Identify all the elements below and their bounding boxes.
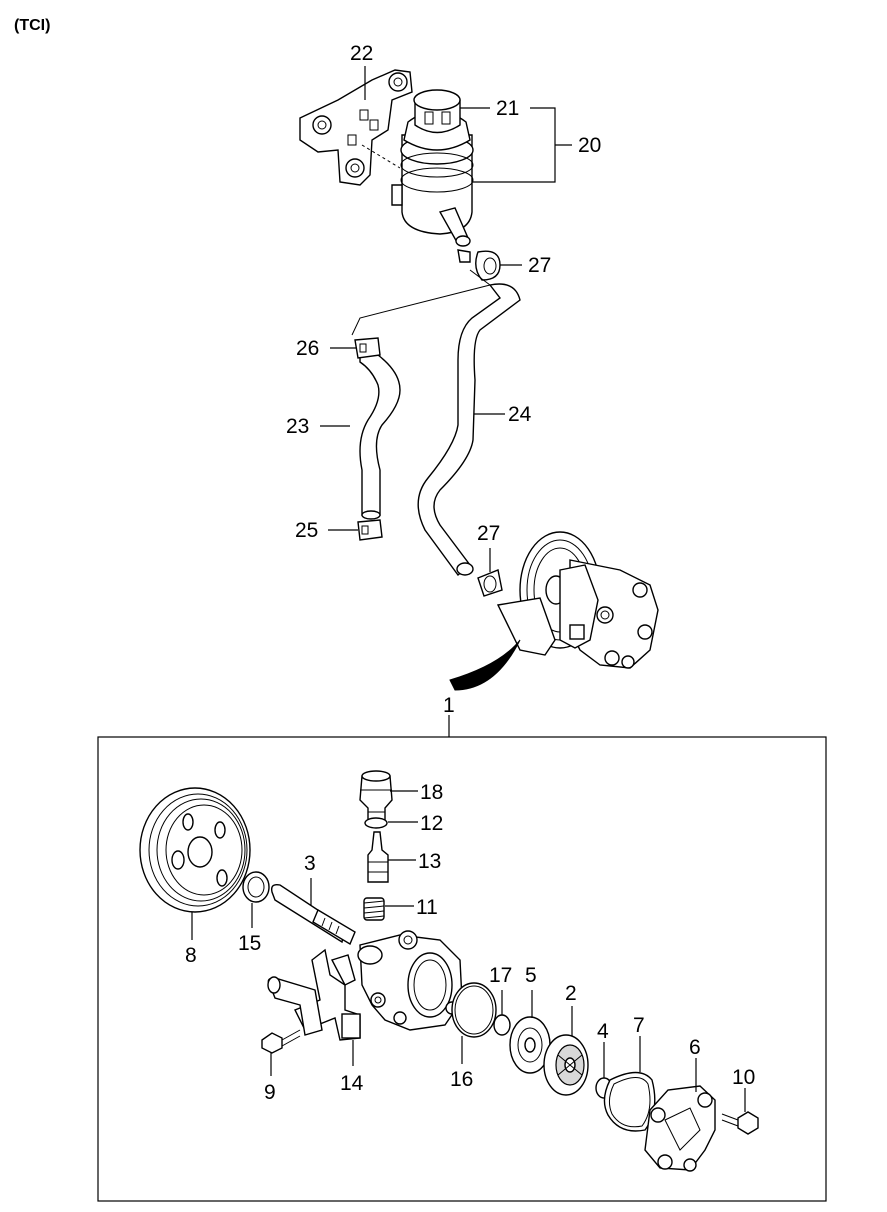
- variant-tag: (TCI): [14, 17, 50, 34]
- callout-21: 21: [496, 97, 519, 120]
- callout-17: 17: [489, 964, 512, 987]
- callout-15: 15: [238, 932, 261, 955]
- callout-13: 13: [418, 850, 441, 873]
- callout-27-lower: 27: [477, 522, 500, 545]
- union-fitting: [359, 770, 393, 821]
- callout-10: 10: [732, 1066, 755, 1089]
- callout-7: 7: [633, 1014, 645, 1037]
- callout-25: 25: [295, 519, 318, 542]
- callout-18: 18: [420, 781, 443, 804]
- callout-22: 22: [350, 42, 373, 65]
- side-plate: [509, 1016, 551, 1074]
- flow-control-valve: [367, 831, 389, 883]
- hose-clamp-26: [354, 337, 381, 359]
- oil-seal: [242, 871, 270, 903]
- rear-cover: [644, 1085, 716, 1172]
- callout-20: 20: [578, 134, 601, 157]
- callout-23: 23: [286, 415, 309, 438]
- pulley-icon: [139, 787, 251, 913]
- hose-clamp-25: [357, 519, 383, 541]
- mounting-bracket: [267, 948, 361, 1041]
- o-ring-12: [364, 817, 388, 829]
- o-ring-16: [451, 982, 497, 1038]
- hose-clamp-upper: [475, 250, 501, 281]
- pump-housing: [357, 930, 463, 1031]
- bolt-9: [261, 1029, 301, 1054]
- supply-hose: [359, 354, 401, 520]
- callout-1: 1: [443, 694, 455, 717]
- callout-14: 14: [340, 1072, 364, 1095]
- valve-spring: [363, 897, 385, 921]
- callout-16: 16: [450, 1068, 473, 1091]
- o-ring-17: [493, 1014, 511, 1036]
- callout-3: 3: [304, 852, 316, 875]
- return-hose: [417, 283, 521, 577]
- hose-clamp-lower: [477, 569, 503, 597]
- callout-11: 11: [416, 896, 438, 919]
- arrow-down-icon: [449, 639, 521, 691]
- callout-26: 26: [296, 337, 319, 360]
- callout-4: 4: [597, 1020, 609, 1043]
- callout-12: 12: [420, 812, 443, 835]
- cover-gasket: [603, 1071, 656, 1132]
- callout-6: 6: [689, 1036, 701, 1059]
- power-steering-pump-icon: [496, 531, 659, 669]
- callout-9: 9: [264, 1081, 276, 1104]
- callout-8: 8: [185, 944, 197, 967]
- drive-shaft: [270, 883, 356, 946]
- cam-ring: [543, 1034, 589, 1096]
- callout-5: 5: [525, 964, 537, 987]
- bolt-10: [721, 1111, 759, 1135]
- power-steering-reservoir-icon: [391, 89, 474, 263]
- exploded-view-frame: [97, 736, 827, 1202]
- reservoir-bracket: [299, 69, 413, 186]
- callout-24: 24: [508, 403, 532, 426]
- callout-2: 2: [565, 982, 577, 1005]
- callout-27-upper: 27: [528, 254, 551, 277]
